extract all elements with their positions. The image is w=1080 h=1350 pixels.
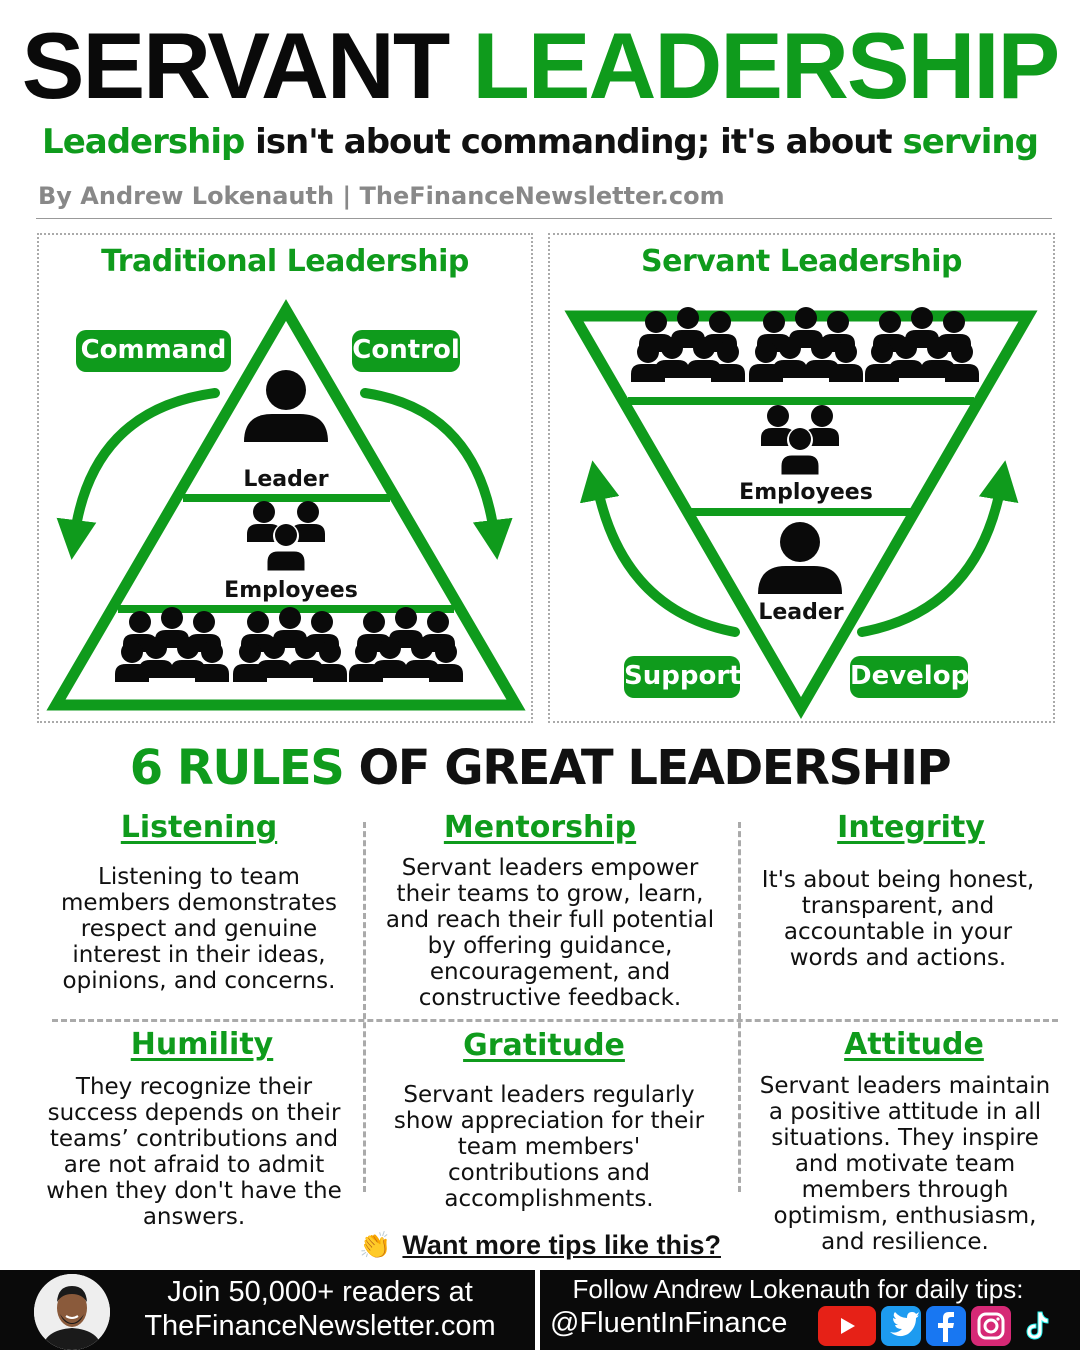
crowd-icon: [749, 307, 863, 382]
crowd-icon: [865, 307, 979, 382]
grid-divider-vertical: [738, 822, 741, 1192]
rule-heading-attitude: Attitude: [844, 1027, 984, 1062]
rule-text-integrity: It's about being honest, transparent, an…: [761, 867, 1035, 971]
youtube-icon[interactable]: [818, 1306, 876, 1346]
traditional-employees-label: Employees: [224, 578, 358, 603]
support-pill: Support: [624, 656, 742, 698]
rule-text-listening: Listening to team members demonstrates r…: [61, 864, 337, 994]
crowd-icon: [349, 607, 463, 682]
traditional-leader-label: Leader: [243, 467, 329, 492]
footer-handle[interactable]: @FluentInFinance: [550, 1307, 788, 1339]
byline: By Andrew Lokenauth | TheFinanceNewslett…: [38, 182, 725, 210]
leader-person-icon: [244, 370, 328, 442]
servant-title: Servant Leadership: [641, 244, 963, 279]
control-arrow-icon: [360, 388, 513, 560]
avatar-portrait-icon: [34, 1274, 110, 1350]
avatar: [34, 1274, 110, 1350]
rules-title-rest: OF GREAT LEADERSHIP: [343, 740, 951, 796]
rule-heading-mentorship: Mentorship: [443, 810, 637, 845]
crowd-icon: [115, 607, 229, 682]
rule-heading-humility: Humility: [130, 1027, 274, 1062]
rule-text-humility: They recognize their success depends on …: [46, 1074, 342, 1230]
develop-arrow-icon: [857, 460, 1019, 637]
servant-leader-label: Leader: [758, 600, 844, 625]
leader-person-icon: [758, 522, 842, 594]
page-title: SERVANT LEADERSHIP: [0, 14, 1080, 118]
grid-divider-vertical: [363, 822, 366, 1192]
command-pill: Command: [76, 330, 231, 372]
servant-pyramid: [564, 307, 1038, 719]
twitter-icon[interactable]: [881, 1306, 921, 1346]
tiktok-icon[interactable]: [1016, 1306, 1056, 1346]
title-part-servant: SERVANT: [21, 13, 450, 118]
footer-newsletter-link[interactable]: TheFinanceNewsletter.com: [144, 1310, 496, 1342]
grid-divider-horizontal: [52, 1019, 1058, 1022]
servant-panel: [548, 233, 1055, 723]
footer-divider: [535, 1270, 540, 1350]
footer-follow-text: Follow Andrew Lokenauth for daily tips:: [572, 1274, 1024, 1304]
support-arrow-icon: [579, 460, 740, 637]
subtitle-middle: isn't about commanding; it's about: [244, 122, 903, 162]
rules-title-count: 6 RULES: [129, 740, 345, 796]
header-divider: [36, 218, 1052, 219]
rules-title: 6 RULES OF GREAT LEADERSHIP: [0, 740, 1080, 796]
page-subtitle: Leadership isn't about commanding; it's …: [0, 122, 1080, 162]
rule-heading-listening: Listening: [120, 810, 278, 845]
traditional-pyramid: [46, 299, 526, 711]
title-part-leadership: LEADERSHIP: [472, 13, 1060, 118]
rule-heading-integrity: Integrity: [837, 810, 985, 845]
subtitle-serving: serving: [902, 122, 1039, 162]
instagram-icon[interactable]: [971, 1306, 1011, 1346]
employees-group-icon: [247, 501, 325, 572]
rule-text-attitude: Servant leaders maintain a positive atti…: [759, 1073, 1051, 1255]
rule-text-gratitude: Servant leaders regularly show appreciat…: [393, 1082, 705, 1212]
cta: 👏 Want more tips like this?: [0, 1230, 1080, 1261]
develop-pill: Develop: [850, 656, 969, 698]
control-pill: Control: [352, 330, 460, 372]
employees-group-icon: [761, 405, 839, 476]
crowd-icon: [233, 607, 347, 682]
facebook-icon[interactable]: [926, 1306, 966, 1346]
subtitle-leadership: Leadership: [42, 122, 245, 162]
crowd-icon: [631, 307, 745, 382]
clapping-hands-icon: 👏: [358, 1231, 392, 1261]
servant-employees-label: Employees: [739, 480, 873, 505]
rule-heading-gratitude: Gratitude: [463, 1028, 625, 1063]
traditional-panel: [37, 233, 533, 723]
traditional-title: Traditional Leadership: [101, 244, 469, 279]
command-arrow-icon: [56, 388, 220, 560]
leadership-diagrams: [46, 299, 1038, 719]
rule-text-mentorship: Servant leaders empower their teams to g…: [385, 855, 715, 1011]
footer-join-text: Join 50,000+ readers at: [167, 1276, 473, 1308]
cta-link[interactable]: Want more tips like this?: [402, 1230, 721, 1260]
